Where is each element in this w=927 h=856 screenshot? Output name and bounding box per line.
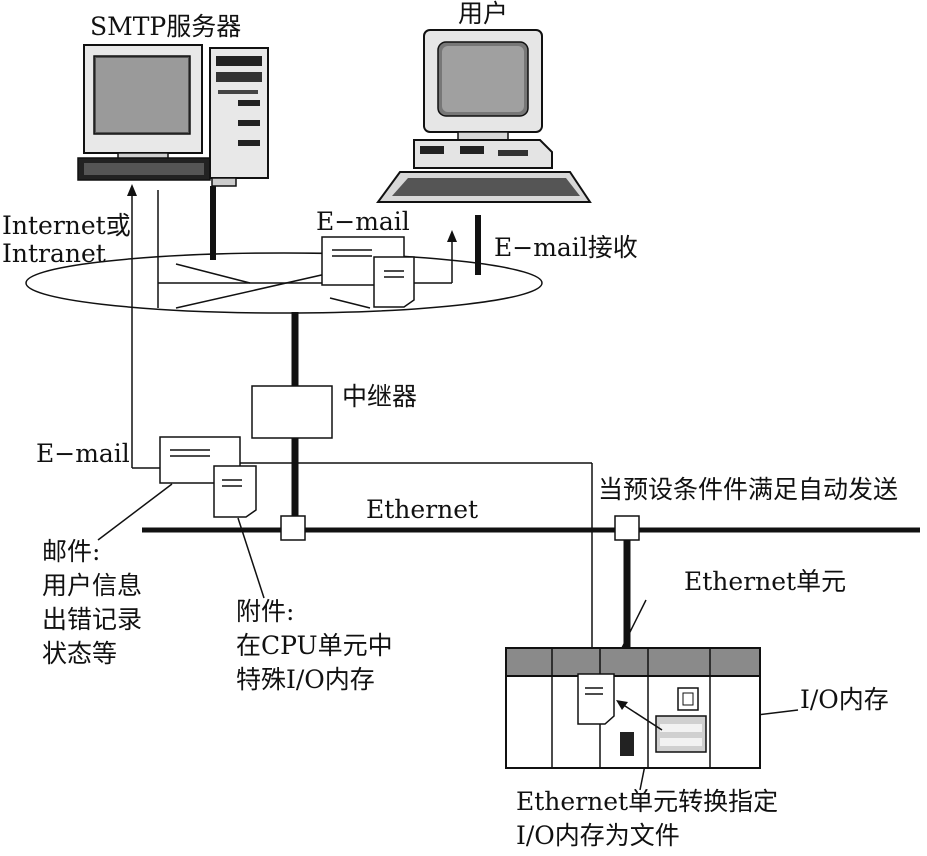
attach-note-leader: [237, 517, 265, 599]
ethernet-label: Ethernet: [366, 495, 478, 524]
network-ellipse: [25, 252, 543, 314]
plc-rack-icon: [505, 647, 761, 769]
ethernet-tap-left: [280, 515, 306, 541]
mail-note-leader: [97, 483, 173, 541]
convert-note-line2: I/O内存为文件: [516, 821, 680, 850]
document-icon: [213, 465, 257, 518]
attach-note-line2: 在CPU单元中: [236, 631, 393, 660]
smtp-server-label: SMTP服务器: [90, 12, 241, 41]
attach-note-line1: 附件:: [236, 597, 294, 626]
document-icon: [577, 673, 615, 725]
email-left-label: E−mail: [36, 439, 130, 468]
smtp-server-computer-icon: [77, 44, 269, 187]
document-icon: [373, 256, 415, 308]
ethernet-unit-leader: [621, 599, 647, 649]
convert-note-line1: Ethernet单元转换指定: [516, 787, 778, 816]
user-computer-icon: [376, 29, 592, 203]
mail-note-line1: 邮件:: [42, 537, 100, 566]
arrow-up-to-user-icon: [447, 230, 457, 242]
repeater-box: [251, 385, 333, 439]
io-memory-label: I/O内存: [800, 685, 889, 714]
email-receive-label: E−mail接收: [494, 233, 638, 262]
auto-send-label: 当预设条件件满足自动发送: [598, 475, 898, 504]
attach-note-line3: 特殊I/O内存: [236, 665, 375, 694]
mail-note-line2: 用户信息: [42, 571, 142, 600]
ethernet-unit-label: Ethernet单元: [684, 567, 846, 596]
mail-note-line4: 状态等: [42, 639, 117, 668]
repeater-label: 中继器: [342, 382, 417, 411]
user-label: 用户: [458, 0, 508, 28]
internet-label-line1: Internet或: [2, 211, 131, 240]
mail-note-line3: 出错记录: [42, 605, 142, 634]
arrow-to-document-icon: [616, 700, 628, 710]
convert-arrow-line: [621, 703, 663, 731]
arrow-up-to-smtp-icon: [127, 184, 137, 196]
ethernet-tap-right: [614, 515, 640, 541]
email-top-label: E−mail: [316, 207, 410, 236]
internet-label-line2: Intranet: [2, 239, 106, 268]
